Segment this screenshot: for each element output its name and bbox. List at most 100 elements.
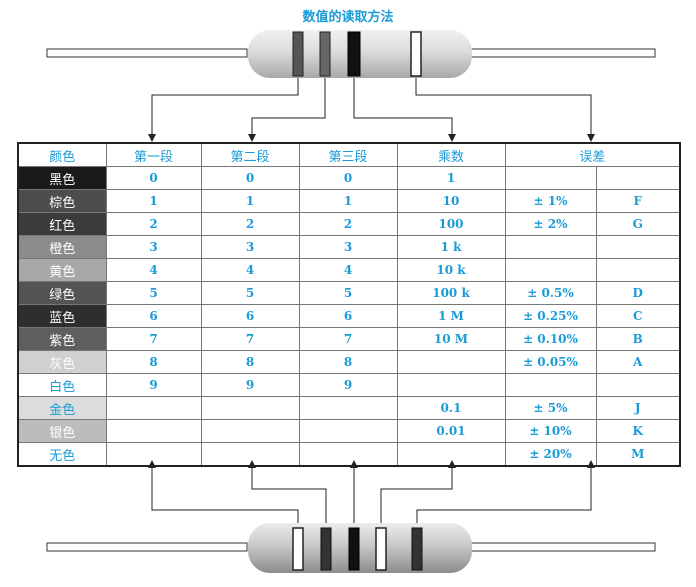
tolerance-value bbox=[504, 258, 597, 282]
band-3 bbox=[347, 31, 361, 77]
band2-value: 3 bbox=[200, 235, 300, 259]
connector-b-band1 bbox=[148, 460, 299, 530]
band3-value: 4 bbox=[298, 258, 398, 282]
tolerance-code: C bbox=[595, 304, 681, 328]
header-band1: 第一段 bbox=[105, 142, 202, 167]
multiplier-value: 100 k bbox=[396, 281, 506, 305]
band1-value: 3 bbox=[105, 235, 202, 259]
bottom-connectors bbox=[148, 460, 595, 530]
resistor-4-band bbox=[46, 30, 656, 78]
tolerance-value: ± 2% bbox=[504, 212, 597, 236]
resistor-5-band bbox=[46, 523, 656, 573]
band-b2 bbox=[320, 527, 332, 571]
multiplier-value bbox=[396, 373, 506, 397]
band-b3 bbox=[348, 527, 360, 571]
band1-value bbox=[105, 442, 202, 467]
band3-value: 1 bbox=[298, 189, 398, 213]
header-tolerance: 误差 bbox=[504, 142, 681, 167]
band2-value: 6 bbox=[200, 304, 300, 328]
page-title: 数值的读取方法 bbox=[302, 10, 394, 25]
color-name: 黑色 bbox=[17, 166, 107, 190]
tolerance-code bbox=[595, 258, 681, 282]
band-tolerance bbox=[410, 31, 422, 77]
band2-value bbox=[200, 442, 300, 467]
tolerance-code: B bbox=[595, 327, 681, 351]
lead-right-bottom bbox=[454, 542, 656, 552]
band1-value: 0 bbox=[105, 166, 202, 190]
band3-value: 7 bbox=[298, 327, 398, 351]
band-b-tolerance bbox=[411, 527, 423, 571]
band3-value: 2 bbox=[298, 212, 398, 236]
tolerance-value: ± 0.05% bbox=[504, 350, 597, 374]
band2-value: 8 bbox=[200, 350, 300, 374]
band3-value: 9 bbox=[298, 373, 398, 397]
tolerance-value bbox=[504, 373, 597, 397]
tolerance-code: D bbox=[595, 281, 681, 305]
color-name: 橙色 bbox=[17, 235, 107, 259]
band2-value bbox=[200, 396, 300, 420]
band3-value bbox=[298, 396, 398, 420]
color-name: 绿色 bbox=[17, 281, 107, 305]
connector-multiplier bbox=[353, 78, 456, 142]
color-name: 棕色 bbox=[17, 189, 107, 213]
tolerance-code: A bbox=[595, 350, 681, 374]
connector-band2 bbox=[248, 78, 326, 142]
header-band3: 第三段 bbox=[298, 142, 398, 167]
tolerance-code: K bbox=[595, 419, 681, 443]
band2-value: 9 bbox=[200, 373, 300, 397]
band1-value: 7 bbox=[105, 327, 202, 351]
band3-value: 8 bbox=[298, 350, 398, 374]
color-name: 灰色 bbox=[17, 350, 107, 374]
band3-value bbox=[298, 442, 398, 467]
band2-value: 2 bbox=[200, 212, 300, 236]
tolerance-code bbox=[595, 373, 681, 397]
band2-value bbox=[200, 419, 300, 443]
band2-value: 7 bbox=[200, 327, 300, 351]
tolerance-code: J bbox=[595, 396, 681, 420]
tolerance-value: ± 20% bbox=[504, 442, 597, 467]
table-row: 无色 ± 20%M bbox=[17, 442, 681, 467]
tolerance-code bbox=[595, 166, 681, 190]
band3-value: 3 bbox=[298, 235, 398, 259]
band2-value: 0 bbox=[200, 166, 300, 190]
header-band2: 第二段 bbox=[200, 142, 300, 167]
band1-value: 8 bbox=[105, 350, 202, 374]
connector-b-band2 bbox=[248, 460, 327, 530]
tolerance-value: ± 1% bbox=[504, 189, 597, 213]
band1-value bbox=[105, 419, 202, 443]
band1-value: 5 bbox=[105, 281, 202, 305]
tolerance-value bbox=[504, 166, 597, 190]
band3-value: 0 bbox=[298, 166, 398, 190]
color-name: 金色 bbox=[17, 396, 107, 420]
color-name: 蓝色 bbox=[17, 304, 107, 328]
color-name: 无色 bbox=[17, 442, 107, 467]
lead-left bbox=[46, 48, 248, 58]
color-name: 银色 bbox=[17, 419, 107, 443]
tolerance-value: ± 0.5% bbox=[504, 281, 597, 305]
band-b1 bbox=[292, 527, 304, 571]
color-name: 紫色 bbox=[17, 327, 107, 351]
tolerance-code: M bbox=[595, 442, 681, 467]
multiplier-value: 1 M bbox=[396, 304, 506, 328]
color-name: 白色 bbox=[17, 373, 107, 397]
header-multiplier: 乘数 bbox=[396, 142, 506, 167]
header-color: 颜色 bbox=[17, 142, 107, 167]
multiplier-value: 10 M bbox=[396, 327, 506, 351]
band3-value bbox=[298, 419, 398, 443]
tolerance-value: ± 0.25% bbox=[504, 304, 597, 328]
lead-left-bottom bbox=[46, 542, 248, 552]
band3-value: 6 bbox=[298, 304, 398, 328]
tolerance-value: ± 0.10% bbox=[504, 327, 597, 351]
connector-band1 bbox=[148, 78, 299, 142]
lead-right bbox=[454, 48, 656, 58]
multiplier-value: 10 bbox=[396, 189, 506, 213]
